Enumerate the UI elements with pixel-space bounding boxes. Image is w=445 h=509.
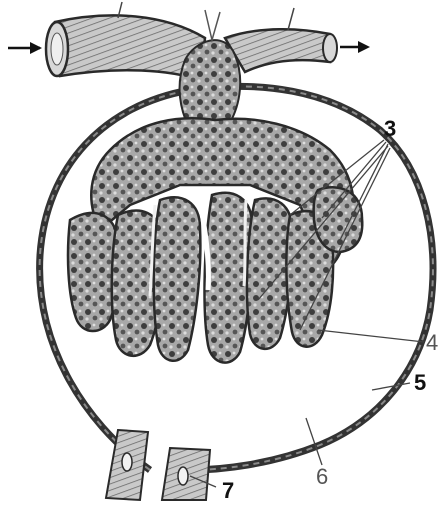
capillary-loop-3 (154, 197, 201, 360)
glomerulus (68, 118, 362, 362)
label-6: 6 (316, 464, 328, 489)
vascular-pole (180, 10, 241, 130)
efferent-arteriole (225, 8, 337, 72)
label-3: 3 (384, 116, 396, 141)
inflow-arrow (8, 42, 42, 54)
label-7: 7 (222, 478, 234, 503)
proximal-tubule (106, 430, 210, 500)
label-4: 4 (426, 330, 438, 355)
outflow-arrow (340, 41, 370, 53)
label-5: 5 (414, 370, 426, 395)
